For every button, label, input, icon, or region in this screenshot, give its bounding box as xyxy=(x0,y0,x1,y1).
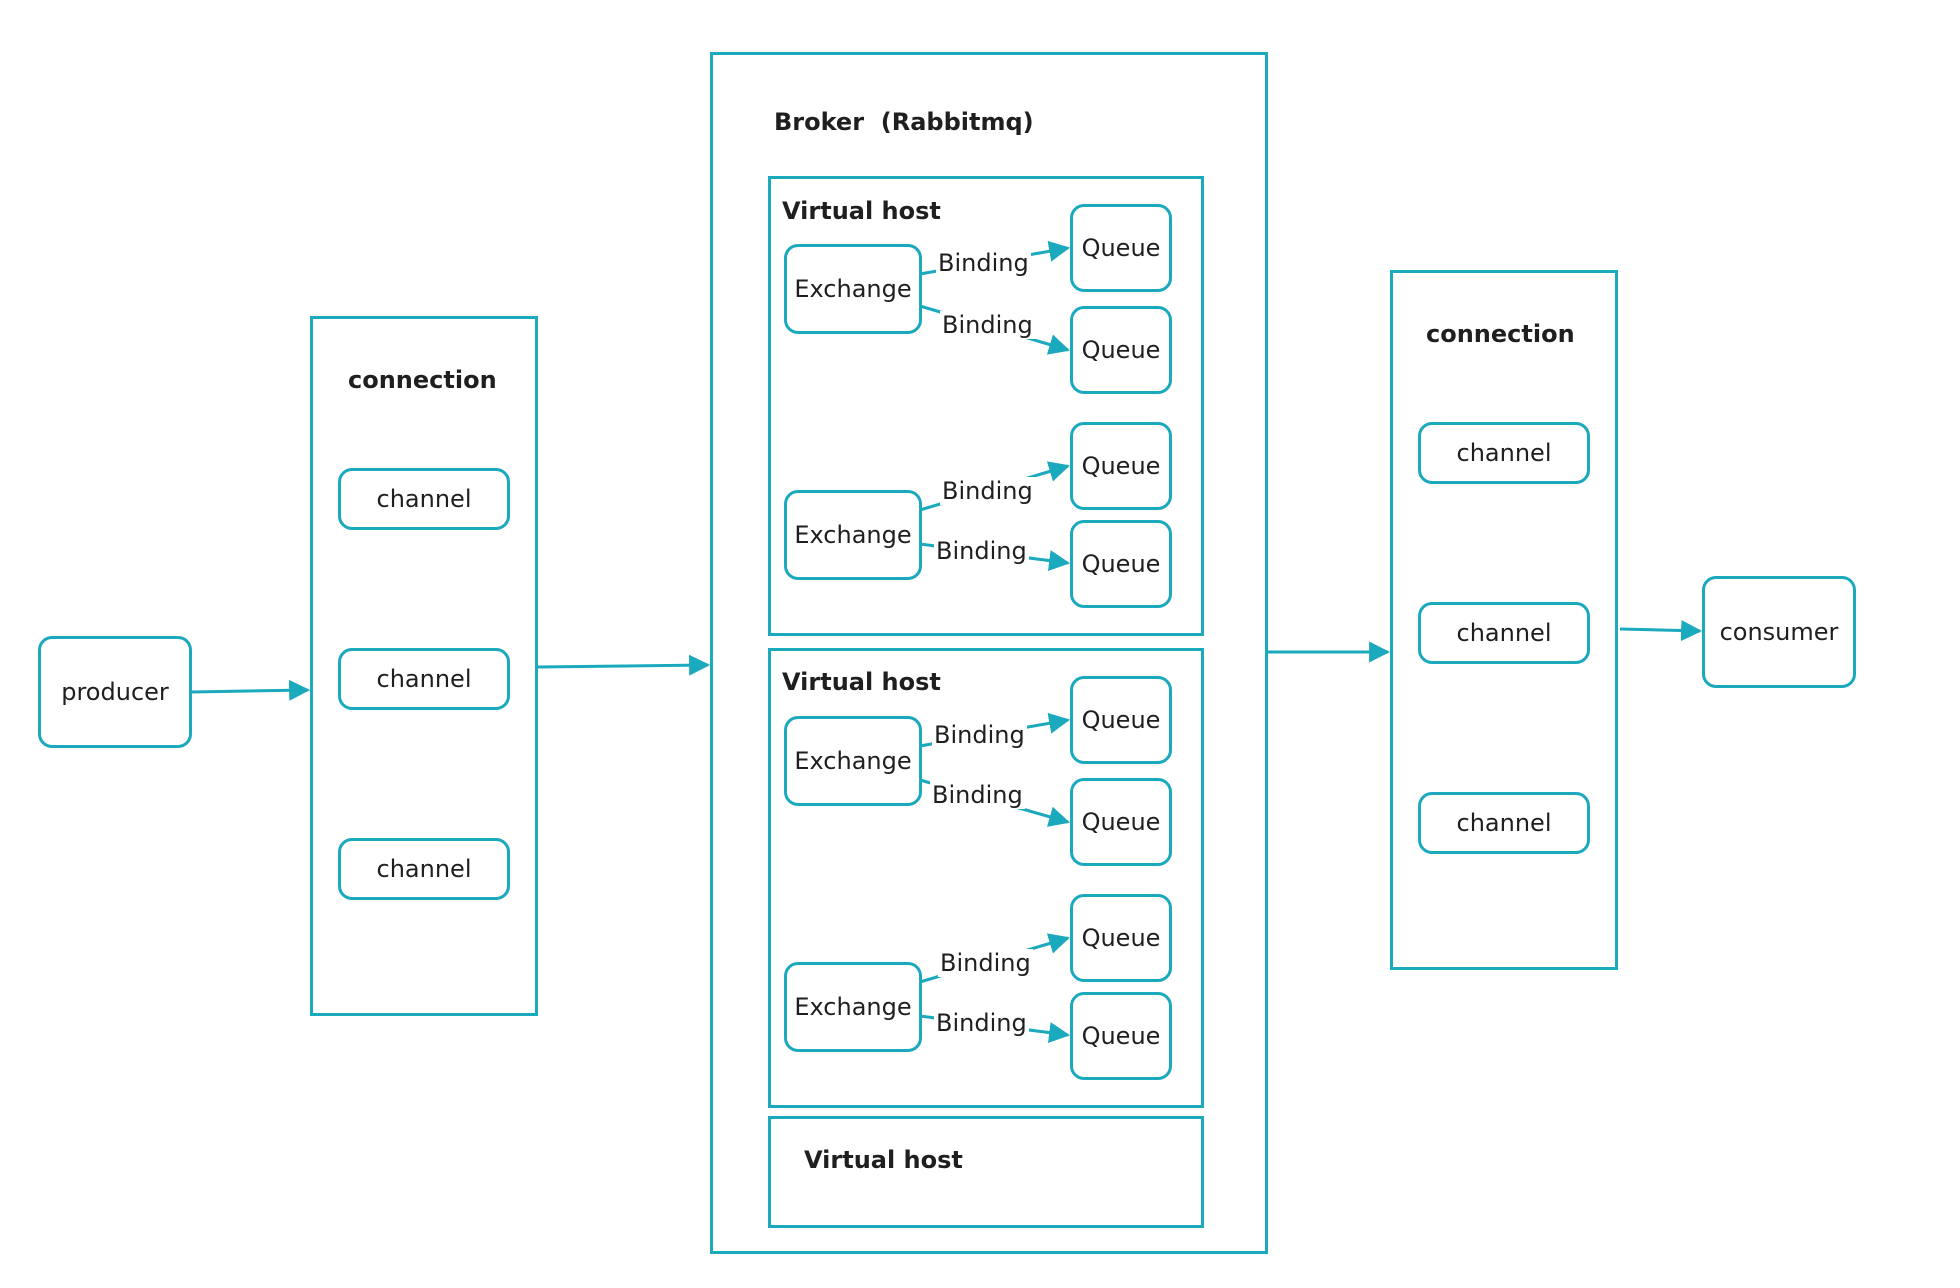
consumer-channel-2[interactable]: channel xyxy=(1418,602,1590,664)
channel-label: channel xyxy=(1456,809,1552,837)
queue-label: Queue xyxy=(1081,336,1161,364)
channel-label: channel xyxy=(1456,439,1552,467)
producer-connection-box xyxy=(310,316,538,1016)
channel-label: channel xyxy=(376,855,472,883)
queue-label: Queue xyxy=(1081,234,1161,262)
vhost-title-3: Virtual host xyxy=(804,1146,963,1174)
vhost-title-2: Virtual host xyxy=(782,668,941,696)
queue-node[interactable]: Queue xyxy=(1070,520,1172,608)
broker-box xyxy=(710,52,1268,1254)
arrow-producer-to-connection xyxy=(191,679,311,701)
exchange-label: Exchange xyxy=(794,521,912,549)
queue-label: Queue xyxy=(1081,808,1161,836)
queue-node[interactable]: Queue xyxy=(1070,676,1172,764)
producer-label: producer xyxy=(61,678,169,706)
channel-label: channel xyxy=(1456,619,1552,647)
vhost-title-1: Virtual host xyxy=(782,197,941,225)
queue-label: Queue xyxy=(1081,452,1161,480)
queue-label: Queue xyxy=(1081,550,1161,578)
binding-label: Binding xyxy=(934,537,1029,565)
exchange-node[interactable]: Exchange xyxy=(784,244,922,334)
vhost-box-3 xyxy=(768,1116,1204,1228)
queue-node[interactable]: Queue xyxy=(1070,894,1172,982)
binding-label: Binding xyxy=(934,1009,1029,1037)
exchange-node[interactable]: Exchange xyxy=(784,716,922,806)
producer-channel-3[interactable]: channel xyxy=(338,838,510,900)
queue-node[interactable]: Queue xyxy=(1070,778,1172,866)
queue-node[interactable]: Queue xyxy=(1070,992,1172,1080)
producer-channel-1[interactable]: channel xyxy=(338,468,510,530)
consumer-label: consumer xyxy=(1719,618,1839,646)
queue-label: Queue xyxy=(1081,924,1161,952)
channel-label: channel xyxy=(376,485,472,513)
exchange-node[interactable]: Exchange xyxy=(784,962,922,1052)
consumer-node[interactable]: consumer xyxy=(1702,576,1856,688)
binding-label: Binding xyxy=(930,781,1025,809)
binding-label: Binding xyxy=(940,477,1035,505)
producer-channel-2[interactable]: channel xyxy=(338,648,510,710)
queue-label: Queue xyxy=(1081,706,1161,734)
vhost-box-1 xyxy=(768,176,1204,636)
exchange-label: Exchange xyxy=(794,275,912,303)
producer-connection-title: connection xyxy=(348,366,497,394)
exchange-label: Exchange xyxy=(794,993,912,1021)
arrow-connection-to-consumer xyxy=(1619,620,1703,642)
consumer-connection-title: connection xyxy=(1426,320,1575,348)
binding-label: Binding xyxy=(932,721,1027,749)
binding-label: Binding xyxy=(936,249,1031,277)
producer-node[interactable]: producer xyxy=(38,636,192,748)
arrow-connection-to-broker xyxy=(537,654,711,676)
consumer-channel-1[interactable]: channel xyxy=(1418,422,1590,484)
binding-label: Binding xyxy=(938,949,1033,977)
consumer-channel-3[interactable]: channel xyxy=(1418,792,1590,854)
queue-node[interactable]: Queue xyxy=(1070,306,1172,394)
vhost-box-2 xyxy=(768,648,1204,1108)
exchange-node[interactable]: Exchange xyxy=(784,490,922,580)
queue-node[interactable]: Queue xyxy=(1070,204,1172,292)
channel-label: channel xyxy=(376,665,472,693)
binding-label: Binding xyxy=(940,311,1035,339)
exchange-label: Exchange xyxy=(794,747,912,775)
queue-node[interactable]: Queue xyxy=(1070,422,1172,510)
consumer-connection-box xyxy=(1390,270,1618,970)
queue-label: Queue xyxy=(1081,1022,1161,1050)
broker-title: Broker (Rabbitmq) xyxy=(774,108,1034,136)
